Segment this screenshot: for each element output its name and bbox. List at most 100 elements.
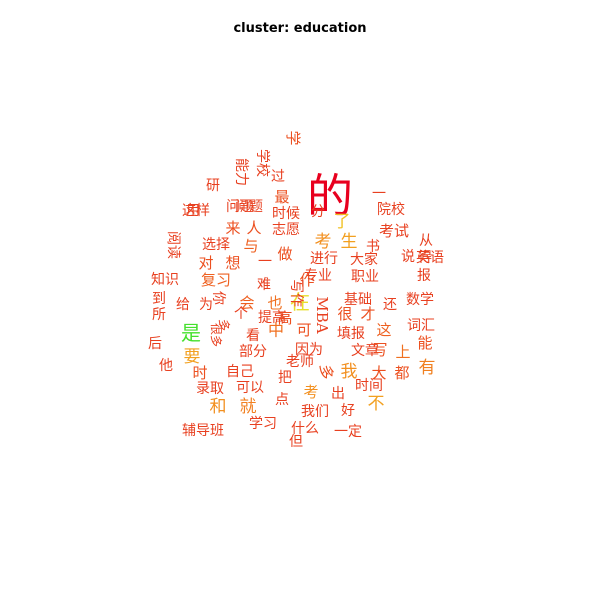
word-40: 时间 [355, 378, 383, 394]
word-25: 学 [284, 130, 302, 145]
word-3: 了 [334, 212, 351, 232]
word-19: 考 [303, 383, 318, 401]
word-29: 来 [225, 219, 240, 237]
word-73: 我们 [301, 404, 329, 420]
word-100: 学校 [254, 149, 271, 177]
word-82: 基础 [344, 291, 372, 308]
word-98: 阅读 [165, 231, 182, 259]
word-18: 考试 [379, 222, 409, 240]
word-102: 很多 [209, 323, 223, 347]
word-80: 问题 [235, 199, 263, 215]
word-7: 要 [184, 347, 201, 367]
word-38: 多 [317, 364, 335, 379]
word-42: 报 [417, 268, 431, 284]
word-45: 为 [199, 297, 213, 313]
word-11: 就 [240, 397, 257, 417]
word-60: 但 [289, 434, 303, 450]
word-63: 难 [257, 277, 271, 293]
word-69: 专业 [304, 268, 332, 284]
word-64: 用 [186, 203, 200, 219]
word-17: 这 [376, 321, 391, 339]
word-70: 部分 [239, 344, 267, 360]
word-28: 最 [274, 188, 289, 206]
word-101: 还 [383, 297, 397, 313]
word-89: 这样 [182, 202, 210, 219]
word-54: 点 [275, 392, 289, 408]
word-41: 提高 [258, 309, 286, 326]
word-94: 录取 [196, 381, 224, 397]
word-95: 辅导班 [182, 423, 224, 439]
word-56: 出 [331, 386, 345, 402]
word-74: 什么 [291, 421, 319, 437]
word-71: 自己 [226, 364, 254, 380]
word-85: 职业 [351, 269, 379, 285]
chart-title: cluster: education [233, 21, 367, 36]
word-9: 有 [419, 358, 436, 378]
word-26: 写 [372, 341, 387, 359]
word-66: 说 [401, 249, 415, 265]
word-88: 时候 [272, 206, 300, 222]
word-21: 复习 [201, 271, 231, 289]
word-47: 后 [148, 336, 162, 352]
word-49: 看 [246, 328, 260, 344]
word-46: 你 [210, 291, 226, 305]
word-83: 数学 [406, 292, 434, 308]
word-23: 作 [299, 271, 314, 289]
word-62: 过 [271, 169, 285, 185]
word-90: 问题 [226, 199, 254, 215]
word-86: 大家 [350, 251, 378, 268]
word-68: 进行 [310, 251, 338, 267]
word-97: 写作 [288, 279, 304, 307]
word-78: 填报 [337, 326, 365, 342]
word-77: 老师 [286, 354, 314, 370]
word-59: 好 [341, 403, 355, 419]
word-5: 考 [315, 232, 332, 252]
word-4: 生 [341, 232, 358, 252]
word-13: 也 [267, 294, 282, 312]
word-36: 大 [371, 364, 386, 382]
word-96: 一定 [334, 424, 362, 440]
word-50: 一 [372, 186, 386, 202]
word-103: 多 [217, 319, 231, 331]
word-15: 与 [243, 237, 258, 255]
word-16: 上 [395, 343, 410, 361]
word-76: 因为 [295, 342, 323, 358]
word-48: 他 [159, 358, 173, 374]
word-79: 文章 [351, 342, 379, 359]
word-12: 中 [268, 321, 284, 340]
word-35: 时 [192, 364, 207, 382]
word-51: 一 [258, 254, 272, 270]
word-58: 书 [366, 239, 380, 255]
word-10: 和 [210, 397, 227, 417]
word-72: 可以 [236, 380, 264, 396]
word-65: 分 [311, 204, 325, 220]
word-84: 英语 [416, 249, 444, 266]
word-92: 志愿 [272, 222, 300, 238]
word-20: MBA [313, 296, 331, 333]
word-44: 给 [176, 297, 190, 313]
word-22: 做 [277, 245, 292, 263]
word-99: 能力 [233, 158, 249, 186]
word-81: 词汇 [407, 318, 435, 334]
word-61: 研 [206, 178, 220, 194]
word-52: 个 [234, 306, 248, 322]
word-32: 人 [246, 219, 261, 237]
word-57: 从 [419, 233, 433, 249]
word-0: 的 [307, 169, 353, 223]
word-43: 所 [152, 307, 166, 323]
word-37: 都 [394, 364, 409, 382]
word-24: 很 [337, 305, 352, 323]
word-39: 可 [296, 321, 311, 339]
word-31: 想 [225, 254, 240, 272]
word-87: 院校 [377, 201, 405, 218]
word-6: 我 [341, 362, 358, 382]
word-67: 得 [418, 249, 432, 266]
word-33: 才 [360, 305, 375, 323]
word-75: 学习 [249, 416, 277, 432]
word-53: 把 [278, 370, 292, 386]
word-14: 会 [239, 294, 254, 312]
word-8: 不 [368, 394, 385, 414]
word-93: 知识 [151, 271, 179, 288]
word-27: 高 [277, 309, 292, 327]
